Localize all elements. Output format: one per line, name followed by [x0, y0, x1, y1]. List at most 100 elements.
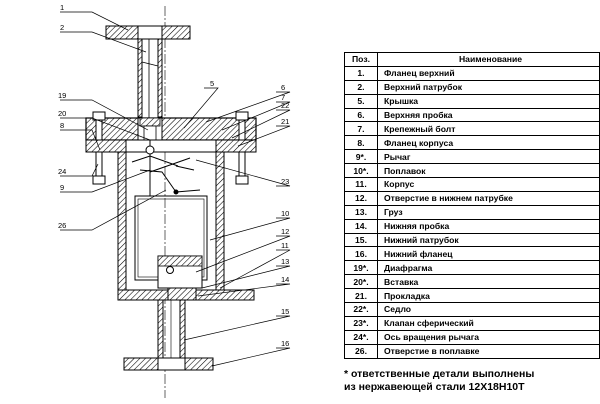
table-cell-pos: 11. [344, 177, 378, 192]
callout-labels: 1 2 5 6 7 19 20 22 8 21 24 9 23 26 10 12… [58, 3, 289, 348]
upper-flange [105, 25, 191, 40]
table-cell-name: Поплавок [377, 163, 600, 179]
callout-label: 1 [60, 3, 64, 12]
callout-label: 20 [58, 109, 66, 118]
table-row: 21.Прокладка [344, 288, 600, 304]
table-cell-pos: 6. [344, 107, 378, 123]
table-row: 7.Крепежный болт [344, 121, 600, 137]
table-cell-name: Отверстие в нижнем патрубке [377, 190, 600, 206]
callout-label: 22 [281, 101, 289, 110]
table-row: 8.Фланец корпуса [344, 135, 600, 151]
table-cell-name: Корпус [377, 177, 600, 192]
callout-label: 2 [60, 23, 64, 32]
table-row: 13.Груз [344, 204, 600, 220]
table-cell-pos: 8. [344, 135, 378, 151]
lower-flange [123, 357, 214, 371]
table-cell-name: Крепежный болт [377, 121, 600, 137]
callout-label: 26 [58, 221, 66, 230]
table-cell-name: Отверстие в поплавке [377, 343, 600, 359]
table-header-row: Поз. Наименование [344, 52, 600, 67]
table-cell-name: Крышка [377, 93, 600, 109]
table-cell-pos: 9*. [344, 149, 378, 165]
callout-label: 7 [281, 93, 285, 102]
callout-label: 21 [281, 117, 289, 126]
callout-label: 13 [281, 257, 289, 266]
table-cell-pos: 12. [344, 190, 378, 206]
table-cell-pos: 2. [344, 79, 378, 95]
table-cell-name: Клапан сферический [377, 315, 600, 331]
table-cell-name: Диафрагма [377, 260, 600, 276]
callout-label: 6 [281, 83, 285, 92]
table-cell-name: Верхний патрубок [377, 79, 600, 95]
table-cell-name: Нижний фланец [377, 246, 600, 262]
table-cell-name: Фланец корпуса [377, 135, 600, 151]
table-cell-pos: 1. [344, 65, 378, 81]
table-cell-name: Нижняя пробка [377, 218, 600, 234]
table-row: 22*.Седло [344, 302, 600, 317]
callout-label: 8 [60, 121, 64, 130]
table-cell-pos: 13. [344, 204, 378, 220]
table-cell-pos: 16. [344, 246, 378, 262]
table-row: 19*.Диафрагма [344, 260, 600, 276]
table-cell-pos: 10*. [344, 163, 378, 179]
table-cell-name: Ось вращения рычага [377, 329, 600, 345]
leader-lines [60, 11, 291, 367]
table-row: 15.Нижний патрубок [344, 232, 600, 248]
table-row: 5.Крышка [344, 93, 600, 109]
table-row: 12.Отверстие в нижнем патрубке [344, 190, 600, 206]
table-cell-name: Вставка [377, 274, 600, 290]
table-row: 10*.Поплавок [344, 163, 600, 179]
table-row: 26.Отверстие в поплавке [344, 343, 600, 359]
lever-mechanism [131, 140, 201, 196]
table-row: 2.Верхний патрубок [344, 79, 600, 95]
table-row: 20*.Вставка [344, 274, 600, 290]
table-cell-pos: 14. [344, 218, 378, 234]
callout-label: 5 [210, 79, 214, 88]
table-cell-name: Седло [377, 302, 600, 317]
cover [85, 117, 257, 141]
material-footnote: * ответственные детали выполнены из нерж… [344, 368, 534, 394]
parts-table: Поз. Наименование 1.Фланец верхний 2.Вер… [344, 52, 600, 359]
table-cell-pos: 20*. [344, 274, 378, 290]
table-cell-pos: 7. [344, 121, 378, 137]
table-cell-pos: 15. [344, 232, 378, 248]
table-cell-pos: 21. [344, 288, 378, 304]
column-header-pos: Поз. [344, 52, 378, 67]
table-row: 11.Корпус [344, 177, 600, 192]
callout-label: 23 [281, 177, 289, 186]
callout-label: 15 [281, 307, 289, 316]
callout-label: 24 [58, 167, 66, 176]
footnote-line-2: из нержавеющей стали 12Х18Н10Т [344, 381, 525, 393]
callout-label: 12 [281, 227, 289, 236]
table-row: 14.Нижняя пробка [344, 218, 600, 234]
callout-label: 9 [60, 183, 64, 192]
table-cell-pos: 24*. [344, 329, 378, 345]
callout-label: 11 [281, 241, 289, 250]
table-row: 9*.Рычаг [344, 149, 600, 165]
lower-pipe [157, 299, 186, 359]
table-row: 16.Нижний фланец [344, 246, 600, 262]
table-cell-name: Прокладка [377, 288, 600, 304]
table-cell-pos: 5. [344, 93, 378, 109]
table-cell-pos: 26. [344, 343, 378, 359]
body-flange [85, 139, 257, 153]
column-header-name: Наименование [377, 52, 600, 67]
table-row: 24*.Ось вращения рычага [344, 329, 600, 345]
callout-label: 16 [281, 339, 289, 348]
callout-label: 10 [281, 209, 289, 218]
table-cell-pos: 19*. [344, 260, 378, 276]
table-cell-name: Верхняя пробка [377, 107, 600, 123]
weight [157, 255, 203, 289]
callout-label: 19 [58, 91, 66, 100]
callout-label: 14 [281, 275, 289, 284]
table-cell-name: Нижний патрубок [377, 232, 600, 248]
table-row: 6.Верхняя пробка [344, 107, 600, 123]
table-cell-name: Груз [377, 204, 600, 220]
table-cell-pos: 23*. [344, 315, 378, 331]
upper-pipe [137, 38, 163, 118]
table-row: 23*.Клапан сферический [344, 315, 600, 331]
table-cell-name: Фланец верхний [377, 65, 600, 81]
table-cell-name: Рычаг [377, 149, 600, 165]
table-row: 1.Фланец верхний [344, 65, 600, 81]
